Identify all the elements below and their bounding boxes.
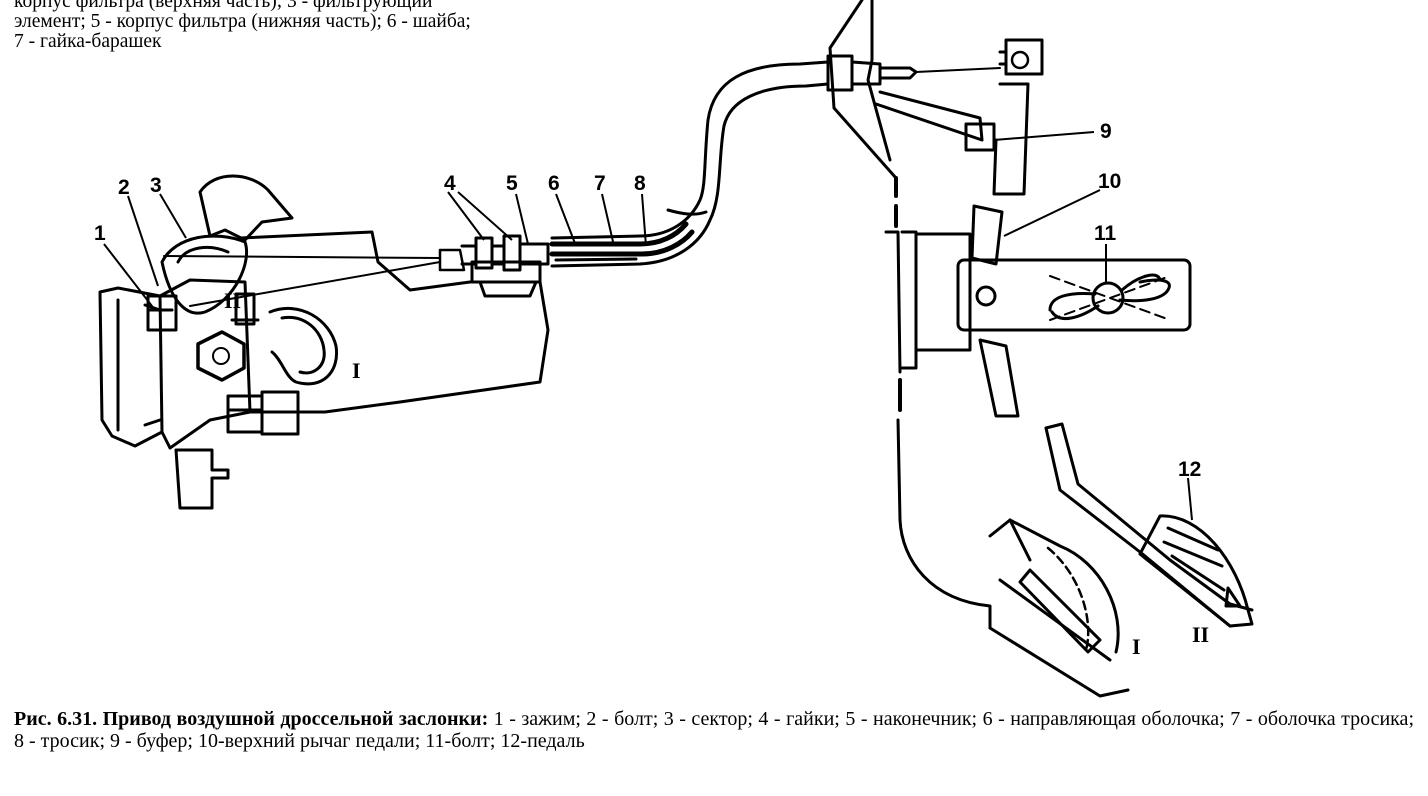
position-marks: I II I II <box>224 288 1209 659</box>
callout-1: 1 <box>94 222 106 245</box>
callout-11: 11 <box>1094 222 1117 245</box>
callout-labels: 1 2 3 4 5 6 7 8 9 10 11 12 <box>94 120 1201 481</box>
pedal-position-II-mark: II <box>1192 622 1209 647</box>
previous-figure-caption: корпус фильтра (верхняя часть); 3 - филь… <box>14 0 471 52</box>
throttle-position-I: I <box>352 358 361 383</box>
callout-4: 4 <box>444 172 456 195</box>
throttle-position-II: II <box>224 288 241 313</box>
pedal-position-II <box>1044 422 1254 628</box>
throttle-body <box>98 174 550 510</box>
firewall <box>828 0 992 630</box>
callout-8: 8 <box>634 172 646 195</box>
figure-legend: 1 - зажим; 2 - болт; 3 - сектор; 4 - гай… <box>14 708 1414 752</box>
callout-12: 12 <box>1178 458 1201 481</box>
callout-10: 10 <box>1098 170 1121 193</box>
figure-title: Рис. 6.31. Привод воздушной дроссельной … <box>14 708 489 730</box>
callout-5: 5 <box>506 172 518 195</box>
pedal-lever-assembly <box>874 38 1192 418</box>
callout-6: 6 <box>548 172 560 195</box>
callout-7: 7 <box>594 172 606 195</box>
pedal-position-I <box>988 518 1130 698</box>
callout-9: 9 <box>1100 120 1112 143</box>
figure-caption: Рис. 6.31. Привод воздушной дроссельной … <box>14 708 1414 752</box>
throttle-cable <box>163 54 1001 307</box>
callout-3: 3 <box>150 174 162 197</box>
pedal-position-I-mark: I <box>1132 634 1141 659</box>
callout-2: 2 <box>118 176 130 199</box>
leader-lines <box>103 131 1193 521</box>
